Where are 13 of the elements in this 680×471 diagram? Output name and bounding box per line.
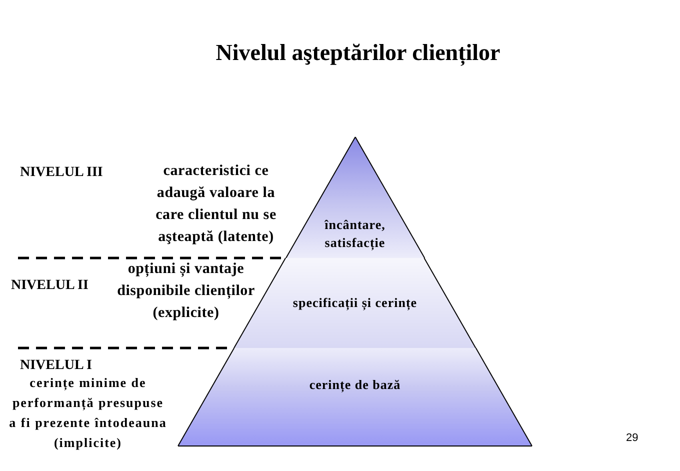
pyramid-tier xyxy=(286,137,424,258)
level-heading: NIVELUL III xyxy=(20,165,103,181)
tier-label: cerințe de bază xyxy=(309,376,401,394)
tier-label: încântare, satisfacție xyxy=(324,216,386,252)
slide-title: Nivelul aşteptărilor clienților xyxy=(216,40,500,66)
level-description: caracteristici ce adaugă valoare la care clientul nu se aşteaptă (latente) xyxy=(154,162,278,247)
page-number: 29 xyxy=(626,432,638,444)
pyramid-tier xyxy=(178,348,532,446)
level-description: cerințe minime de performanță presupuse a fi prezente întodeauna (implicite) xyxy=(8,374,168,452)
level-description: opțiuni și vantaje disponibile clienților (explicite) xyxy=(116,260,256,323)
level-heading: NIVELUL II xyxy=(11,278,88,294)
level-heading: NIVELUL I xyxy=(20,358,92,374)
tier-label: specificații și cerințe xyxy=(292,294,418,312)
